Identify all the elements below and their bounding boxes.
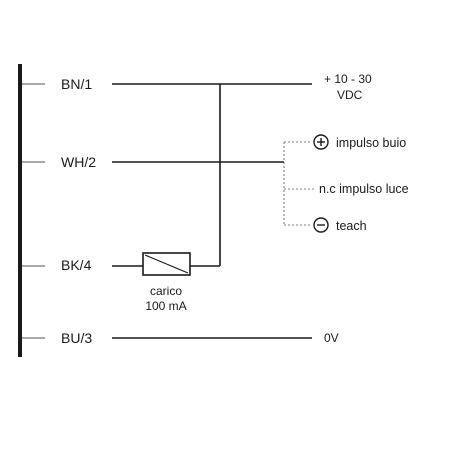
supply-negative: 0V: [324, 331, 339, 345]
load-value: 100 mA: [145, 299, 186, 313]
load-label: carico: [150, 284, 182, 298]
pin-label-bk: BK/4: [61, 257, 92, 273]
option-teach-label: teach: [336, 219, 367, 233]
option-light-label: n.c impulso luce: [319, 182, 409, 196]
plus-icon: [313, 134, 329, 150]
load-resistor: [142, 252, 191, 276]
supply-positive-line1: + 10 - 30: [324, 72, 372, 86]
supply-positive-line2: VDC: [337, 88, 363, 102]
pin-label-bu: BU/3: [61, 330, 92, 346]
minus-icon: [313, 217, 329, 233]
pin-label-wh: WH/2: [61, 154, 96, 170]
option-dark-label: impulso buio: [336, 136, 406, 150]
pin-label-bn: BN/1: [61, 76, 92, 92]
connector-bar: [18, 64, 22, 357]
